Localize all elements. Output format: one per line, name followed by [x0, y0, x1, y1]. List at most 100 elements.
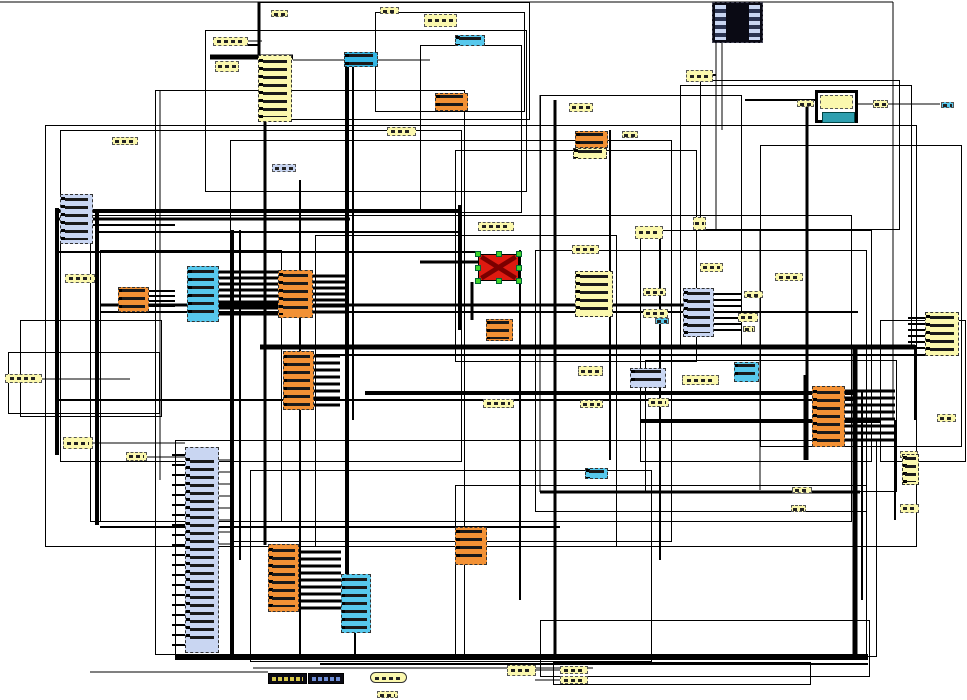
pin-ticks	[586, 469, 590, 478]
yellow-port-label[interactable]	[693, 217, 706, 230]
cyan-module[interactable]	[341, 574, 371, 633]
yellow-port-label[interactable]	[424, 14, 457, 27]
teal-submodule[interactable]	[822, 112, 855, 123]
group-outline	[230, 140, 672, 542]
cyan-module[interactable]	[585, 468, 608, 479]
yellow-port-label[interactable]	[560, 666, 588, 674]
yellow-port-label[interactable]	[380, 7, 399, 14]
yellow-port-label[interactable]	[682, 375, 719, 385]
yellow-module[interactable]	[573, 148, 607, 159]
yellow-port-label[interactable]	[622, 131, 638, 138]
selection-handle[interactable]	[495, 278, 502, 284]
dark-label[interactable]	[268, 673, 307, 684]
yellow-module[interactable]	[258, 55, 292, 122]
yellow-port-label[interactable]	[775, 273, 803, 281]
label-text	[657, 320, 667, 324]
module-text	[687, 291, 710, 334]
yellow-port-label[interactable]	[635, 226, 663, 239]
dark-module[interactable]	[712, 2, 763, 43]
selection-handle[interactable]	[516, 251, 522, 257]
yellow-port-label[interactable]	[738, 313, 758, 322]
periwinkle-module[interactable]	[630, 368, 666, 388]
cyan-module[interactable]	[941, 102, 954, 108]
yellow-port-label[interactable]	[483, 399, 514, 408]
orange-module[interactable]	[575, 131, 608, 148]
periwinkle-module[interactable]	[683, 288, 714, 337]
yellow-port-label[interactable]	[580, 400, 603, 408]
orange-module[interactable]	[283, 351, 314, 410]
periwinkle-port-label[interactable]	[272, 164, 296, 172]
cyan-module[interactable]	[344, 52, 378, 67]
group-outline	[90, 215, 852, 522]
yellow-port-label[interactable]	[560, 676, 588, 684]
yellow-port-label[interactable]	[5, 374, 42, 383]
group-outline	[20, 320, 162, 417]
yellow-port-label[interactable]	[900, 504, 919, 513]
selection-handle[interactable]	[475, 251, 481, 257]
orange-module[interactable]	[118, 287, 149, 312]
selection-handle[interactable]	[516, 278, 522, 284]
label-text	[311, 676, 341, 681]
orange-module[interactable]	[278, 270, 313, 318]
yellow-module[interactable]	[575, 271, 613, 317]
periwinkle-module[interactable]	[185, 447, 219, 653]
label-text	[646, 312, 665, 316]
yellow-port-label[interactable]	[271, 10, 288, 17]
selected-module[interactable]	[478, 254, 519, 281]
yellow-port-label[interactable]	[937, 414, 956, 422]
module-text	[64, 197, 89, 241]
yellow-port-label[interactable]	[743, 326, 755, 332]
orange-module[interactable]	[435, 93, 468, 111]
pin-ticks	[345, 53, 349, 66]
yellow-port-label[interactable]	[873, 100, 888, 108]
yellow-port-label[interactable]	[744, 291, 763, 298]
cyan-module[interactable]	[455, 35, 485, 46]
yellow-rounded-label[interactable]	[370, 672, 407, 683]
yellow-port-label[interactable]	[578, 366, 603, 376]
yellow-port-label[interactable]	[213, 37, 248, 46]
yellow-port-label[interactable]	[65, 274, 95, 283]
cyan-module[interactable]	[187, 266, 219, 322]
yellow-port-label[interactable]	[792, 487, 812, 493]
module-text	[282, 273, 309, 315]
yellow-port-label[interactable]	[126, 452, 147, 461]
periwinkle-module[interactable]	[60, 194, 93, 244]
yellow-port-label[interactable]	[112, 137, 138, 145]
yellow-port-label[interactable]	[377, 691, 398, 698]
yellow-port-label[interactable]	[791, 505, 806, 512]
orange-module[interactable]	[268, 544, 299, 612]
pin-ticks	[487, 321, 491, 339]
yellow-port-label[interactable]	[648, 398, 669, 407]
selection-handle[interactable]	[475, 264, 481, 271]
dark-label[interactable]	[308, 673, 344, 684]
yellow-port-label[interactable]	[643, 288, 666, 296]
cyan-module[interactable]	[734, 362, 759, 382]
selection-handle[interactable]	[495, 251, 502, 257]
yellow-module[interactable]	[925, 312, 959, 356]
module-text	[588, 469, 605, 478]
yellow-port-label[interactable]	[387, 127, 416, 136]
yellow-port-label[interactable]	[643, 309, 668, 318]
x-mark-icon	[480, 255, 517, 280]
yellow-port-label[interactable]	[63, 437, 93, 449]
yellow-port-label[interactable]	[700, 263, 723, 272]
cyan-module[interactable]	[655, 318, 669, 324]
yellow-port-label[interactable]	[686, 70, 713, 82]
yellow-port-label[interactable]	[215, 61, 239, 72]
yellow-framed-module[interactable]	[815, 90, 858, 123]
selection-handle[interactable]	[475, 278, 481, 284]
label-text	[428, 18, 453, 22]
yellow-port-label[interactable]	[569, 103, 593, 112]
yellow-port-label[interactable]	[507, 665, 536, 676]
label-text	[703, 266, 720, 270]
yellow-port-label[interactable]	[478, 222, 514, 231]
selection-handle[interactable]	[516, 264, 522, 271]
yellow-port-label[interactable]	[797, 100, 814, 107]
orange-module[interactable]	[455, 527, 487, 565]
yellow-port-label[interactable]	[572, 245, 599, 254]
orange-module[interactable]	[812, 386, 845, 447]
orange-module[interactable]	[486, 319, 513, 341]
yellow-module[interactable]	[902, 454, 919, 485]
